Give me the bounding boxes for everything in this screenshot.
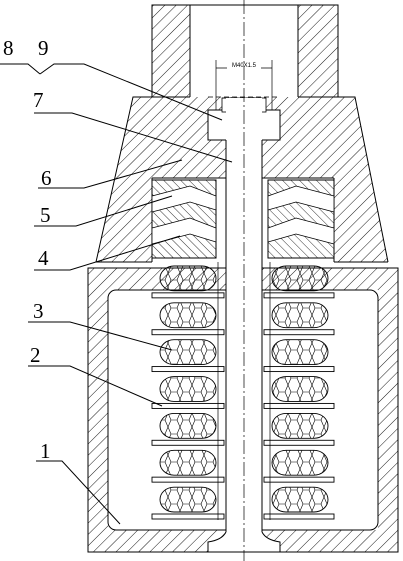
separator-plate (151, 476, 225, 483)
elastic-element (271, 412, 329, 439)
separator-plate (263, 439, 335, 446)
part-label-6: 6 (41, 166, 52, 190)
part-label-7: 7 (33, 88, 44, 112)
separator-plate (151, 513, 225, 520)
elastic-element (271, 302, 329, 329)
elastic-element (159, 339, 217, 366)
elastic-element (159, 302, 217, 329)
disc-stack-right (267, 179, 335, 259)
part-label-5: 5 (40, 203, 51, 227)
separator-plate (151, 329, 225, 336)
separator-plate (263, 292, 335, 299)
separator-plate (263, 366, 335, 373)
leader-lines (0, 63, 233, 525)
separator-plate (263, 513, 335, 520)
elastic-element (159, 265, 217, 292)
elastic-element (271, 376, 329, 402)
separator-plate (151, 439, 225, 446)
part-label-4: 4 (38, 246, 49, 270)
part-labels: 8 9 7 6 5 4 3 2 1 (3, 36, 52, 463)
part-label-8: 8 (3, 36, 14, 60)
elastic-element (271, 486, 329, 513)
separator-plate (263, 476, 335, 483)
elastic-element (159, 412, 217, 439)
part-label-1: 1 (40, 439, 51, 463)
part-label-9: 9 (38, 36, 49, 60)
elastic-element (159, 486, 217, 513)
separator-plate (151, 366, 225, 373)
central-rod (207, 0, 281, 561)
separator-plate (263, 402, 335, 409)
separator-plate (151, 402, 225, 409)
part-label-2: 2 (30, 343, 41, 367)
separator-plate (151, 292, 225, 299)
elastic-element (271, 449, 329, 476)
elastic-element (271, 265, 329, 292)
separator-plate (263, 329, 335, 336)
part-label-3: 3 (33, 299, 44, 323)
disc-stack-left (151, 179, 217, 259)
spring-stack (151, 265, 335, 520)
elastic-element (271, 339, 329, 366)
elastic-element (159, 376, 217, 402)
elastic-element (159, 449, 217, 476)
